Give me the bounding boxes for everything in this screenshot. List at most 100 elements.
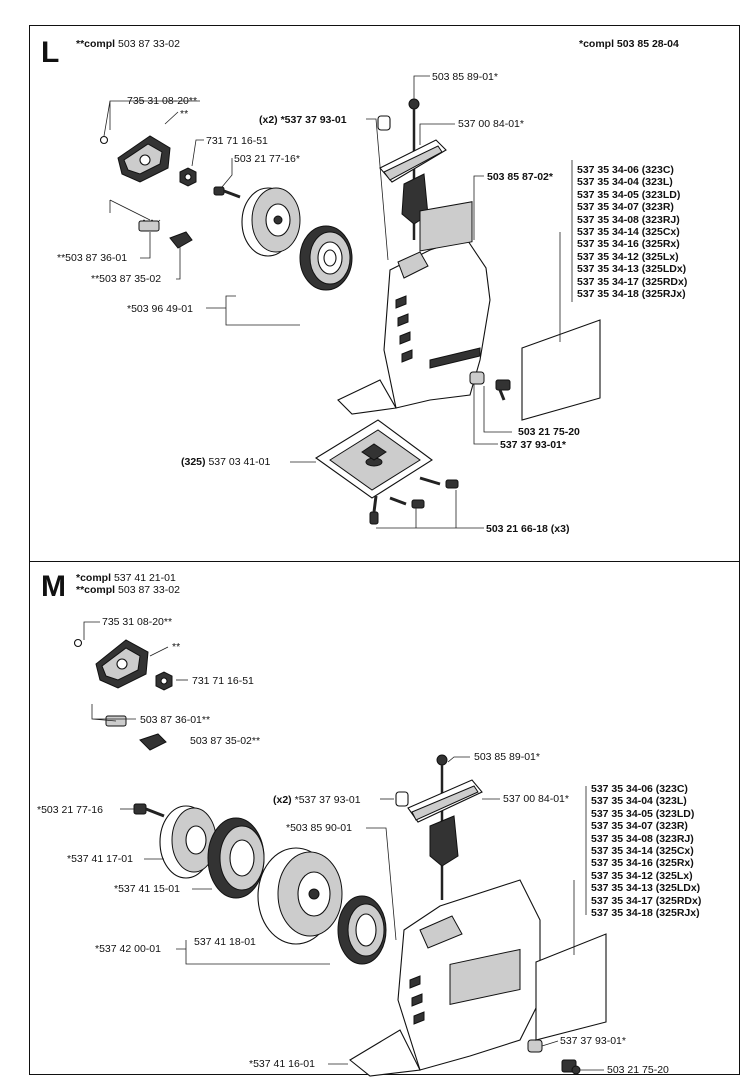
starter-housing-part [337, 201, 491, 415]
compl-number: 537 41 21-01 [113, 572, 176, 584]
compl-number: 503 87 33-02 [118, 584, 180, 596]
label-503-85-89-01-m: 503 85 89-01* [474, 751, 540, 763]
ring-part-m [337, 895, 387, 965]
kit-item: 537 35 34-07 (323R) [577, 201, 674, 214]
label-double-star: ** [180, 108, 189, 120]
decal-part-m [535, 933, 607, 1041]
compl-number: 503 87 33-02 [118, 38, 180, 50]
section-divider [29, 561, 740, 562]
kit-item: 537 35 34-14 (325Cx) [591, 845, 694, 858]
label-537-37-93-01-m: 537 37 93-01* [560, 1035, 626, 1047]
kit-item: 537 35 34-08 (323RJ) [577, 213, 680, 226]
label-537-41-17-01-m: *537 41 17-01 [67, 853, 133, 865]
section-letter-m: M [41, 570, 66, 603]
washer-part [377, 115, 391, 131]
kit-item: 537 35 34-05 (323LD) [577, 188, 681, 201]
label-503-21-77-16-m: *503 21 77-16 [37, 804, 103, 816]
kit-item: 537 35 34-18 (325RJx) [577, 288, 686, 301]
kit-item: 537 35 34-13 (325LDx) [591, 882, 701, 895]
pulley-part-m [159, 805, 217, 879]
kit-item: 537 35 34-12 (325Lx) [577, 250, 679, 263]
label-503-21-77-16: 503 21 77-16* [234, 153, 300, 165]
compl-1-m: *compl 537 41 21-01 [76, 572, 176, 584]
label-503-21-75-20-m: 503 21 75-20 [607, 1064, 669, 1076]
label-503-87-35-02-m: 503 87 35-02** [190, 735, 261, 747]
kit-item: 537 35 34-06 (323C) [577, 164, 674, 176]
pawl-carrier-part-m [73, 638, 149, 689]
screw-part-m [133, 803, 165, 818]
label-537-42-00-01-m: *537 42 00-01 [95, 943, 161, 955]
kit-item: 537 35 34-13 (325LDx) [577, 263, 687, 276]
label-325-537-03-41-01: (325) 537 03 41-01 [181, 456, 270, 468]
label-503-96-49-01: *503 96 49-01 [127, 303, 193, 315]
starter-housing-part-m [349, 879, 541, 1077]
part-number: 537 03 41-01 [208, 456, 271, 468]
label-537-00-84-01-m: 537 00 84-01* [503, 793, 569, 805]
kit-item: 537 35 34-04 (323L) [591, 795, 687, 808]
leader-lines-l [103, 75, 573, 529]
kit-item: 537 35 34-05 (323LD) [591, 807, 695, 820]
compl-prefix: **compl [76, 584, 116, 596]
label-537-41-18-01-m: 537 41 18-01 [194, 936, 256, 948]
compl-2-m: **compl 503 87 33-02 [76, 584, 180, 596]
label-x2-537-37-93-01: (x2) *537 37 93-01 [259, 114, 347, 126]
nut-part-m [155, 671, 173, 691]
section-letter-l: L [41, 36, 60, 69]
kit-item: 537 35 34-12 (325Lx) [591, 869, 693, 882]
washer-part-m [395, 791, 409, 807]
spring-cassette-part [299, 225, 353, 291]
label-503-21-75-20: 503 21 75-20 [518, 426, 580, 438]
kit-item: 537 35 34-08 (323RJ) [591, 832, 694, 845]
label-503-87-35-02: **503 87 35-02 [91, 273, 162, 285]
label-503-85-87-02: 503 85 87-02* [487, 171, 553, 183]
kit-item: 537 35 34-18 (325RJx) [591, 907, 700, 920]
compl-prefix: *compl [76, 572, 112, 584]
spring-cassette-part-m [207, 817, 265, 899]
kit-item: 537 35 34-16 (325Rx) [591, 857, 694, 870]
spring-small-part [138, 219, 161, 232]
kit-item: 537 35 34-07 (323R) [591, 820, 688, 833]
label-537-41-15-01-m: *537 41 15-01 [114, 883, 180, 895]
label-503-87-36-01-m: 503 87 36-01** [140, 714, 211, 726]
kit-list-m: 537 35 34-06 (323C) 537 35 34-04 (323L) … [591, 783, 701, 919]
label-503-21-66-18-x3: 503 21 66-18 (x3) [486, 523, 570, 535]
label-735-31-08-20: 735 31 08-20** [127, 95, 198, 107]
leader-lines-m [83, 621, 604, 1071]
compl-right-l: *compl 503 85 28-04 [579, 38, 679, 50]
compl-prefix: **compl [76, 38, 116, 50]
label-double-star-m: ** [172, 641, 181, 653]
qty-prefix: (x2) [273, 794, 292, 806]
label-503-85-89-01: 503 85 89-01* [432, 71, 498, 83]
kit-item: 537 35 34-14 (325Cx) [577, 226, 680, 239]
label-731-71-16-51: 731 71 16-51 [206, 135, 268, 147]
bolt-sleeve-part [469, 371, 511, 401]
model-prefix: (325) [181, 456, 206, 468]
label-503-85-90-01-m: *503 85 90-01 [286, 822, 352, 834]
label-503-87-36-01: **503 87 36-01 [57, 252, 128, 264]
kit-item: 537 35 34-17 (325RDx) [591, 894, 702, 907]
label-537-37-93-01: 537 37 93-01* [500, 439, 566, 451]
base-screws-part [369, 476, 459, 525]
base-plate-part [315, 419, 433, 499]
nut-part [179, 167, 197, 187]
screw-part [213, 186, 241, 199]
kit-item: 537 35 34-04 (323L) [577, 176, 673, 189]
label-537-00-84-01: 537 00 84-01* [458, 118, 524, 130]
label-x2-537-37-93-01-m: (x2) *537 37 93-01 [273, 794, 361, 806]
compl-left-l: **compl 503 87 33-02 [76, 38, 180, 50]
kit-item: 537 35 34-17 (325RDx) [577, 275, 688, 288]
pulley-part [241, 187, 301, 257]
part-number: *537 37 93-01 [294, 794, 361, 806]
decal-part [521, 319, 601, 421]
section-l-artwork [99, 75, 601, 529]
pawl-carrier-part [99, 135, 171, 183]
starter-handle-part-m [407, 754, 483, 900]
drum-part-m [257, 847, 343, 945]
kit-item: 537 35 34-16 (325Rx) [577, 238, 680, 251]
kit-list-l: 537 35 34-06 (323C) 537 35 34-04 (323L) … [577, 164, 687, 300]
label-537-41-16-01-m: *537 41 16-01 [249, 1058, 315, 1070]
section-m-artwork [73, 621, 607, 1077]
label-731-71-16-51-m: 731 71 16-51 [192, 675, 254, 687]
label-735-31-08-20-m: 735 31 08-20** [102, 616, 173, 628]
